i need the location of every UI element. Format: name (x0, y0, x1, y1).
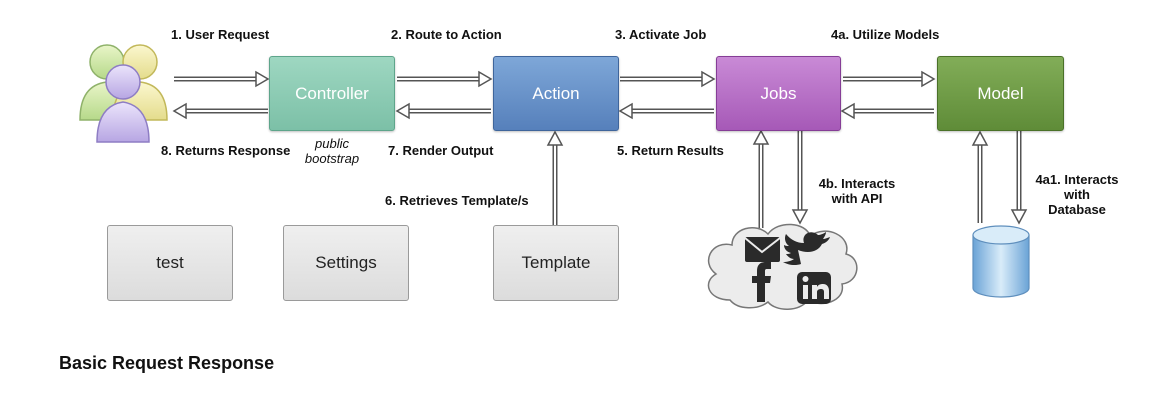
jobs-box: Jobs (716, 56, 841, 131)
arrow-controller-to-action (397, 70, 493, 88)
arrow-action-to-controller (395, 102, 491, 120)
controller-box: Controller (269, 56, 395, 131)
arrow-template-to-action (546, 130, 564, 225)
arrow-action-to-jobs (620, 70, 716, 88)
arrow-database-to-model (971, 130, 989, 223)
arrow-jobs-to-model (843, 70, 936, 88)
step-6-label: 6. Retrieves Template/s (385, 193, 529, 208)
controller-note: public bootstrap (304, 136, 360, 166)
model-label: Model (977, 83, 1024, 103)
linkedin-icon (797, 272, 831, 304)
cloud-icon (707, 223, 858, 310)
template-label: Template (521, 253, 591, 272)
action-label: Action (532, 83, 580, 103)
arrow-api-to-jobs (752, 129, 770, 228)
twitter-icon (783, 232, 830, 266)
mail-icon (744, 237, 781, 262)
step-3-label: 3. Activate Job (615, 27, 707, 42)
step-1-label: 1. User Request (171, 27, 270, 42)
arrow-jobs-to-action (618, 102, 714, 120)
arrow-model-to-jobs (840, 102, 934, 120)
controller-label: Controller (295, 83, 369, 103)
users-icon (79, 44, 168, 143)
step-4b-label: 4b. Interacts with API (818, 176, 896, 206)
arrow-model-to-database (1010, 131, 1028, 225)
arrow-controller-to-user (172, 102, 268, 120)
database-icon (972, 225, 1030, 298)
test-label: test (156, 253, 184, 272)
test-box: test (107, 225, 233, 301)
diagram-title: Basic Request Response (59, 353, 275, 373)
action-box: Action (493, 56, 619, 131)
step-8-label: 8. Returns Response (161, 143, 291, 158)
settings-label: Settings (315, 253, 377, 272)
arrow-user-to-controller (174, 70, 270, 88)
jobs-label: Jobs (760, 83, 797, 103)
settings-box: Settings (283, 225, 409, 301)
step-5-label: 5. Return Results (617, 143, 724, 158)
step-2-label: 2. Route to Action (391, 27, 502, 42)
template-box: Template (493, 225, 619, 301)
step-4a1-label: 4a1. Interacts with Database (1035, 172, 1119, 217)
model-box: Model (937, 56, 1064, 131)
step-7-label: 7. Render Output (388, 143, 494, 158)
arrow-jobs-to-api (791, 131, 809, 225)
step-4a-label: 4a. Utilize Models (831, 27, 940, 42)
facebook-icon (752, 262, 771, 302)
